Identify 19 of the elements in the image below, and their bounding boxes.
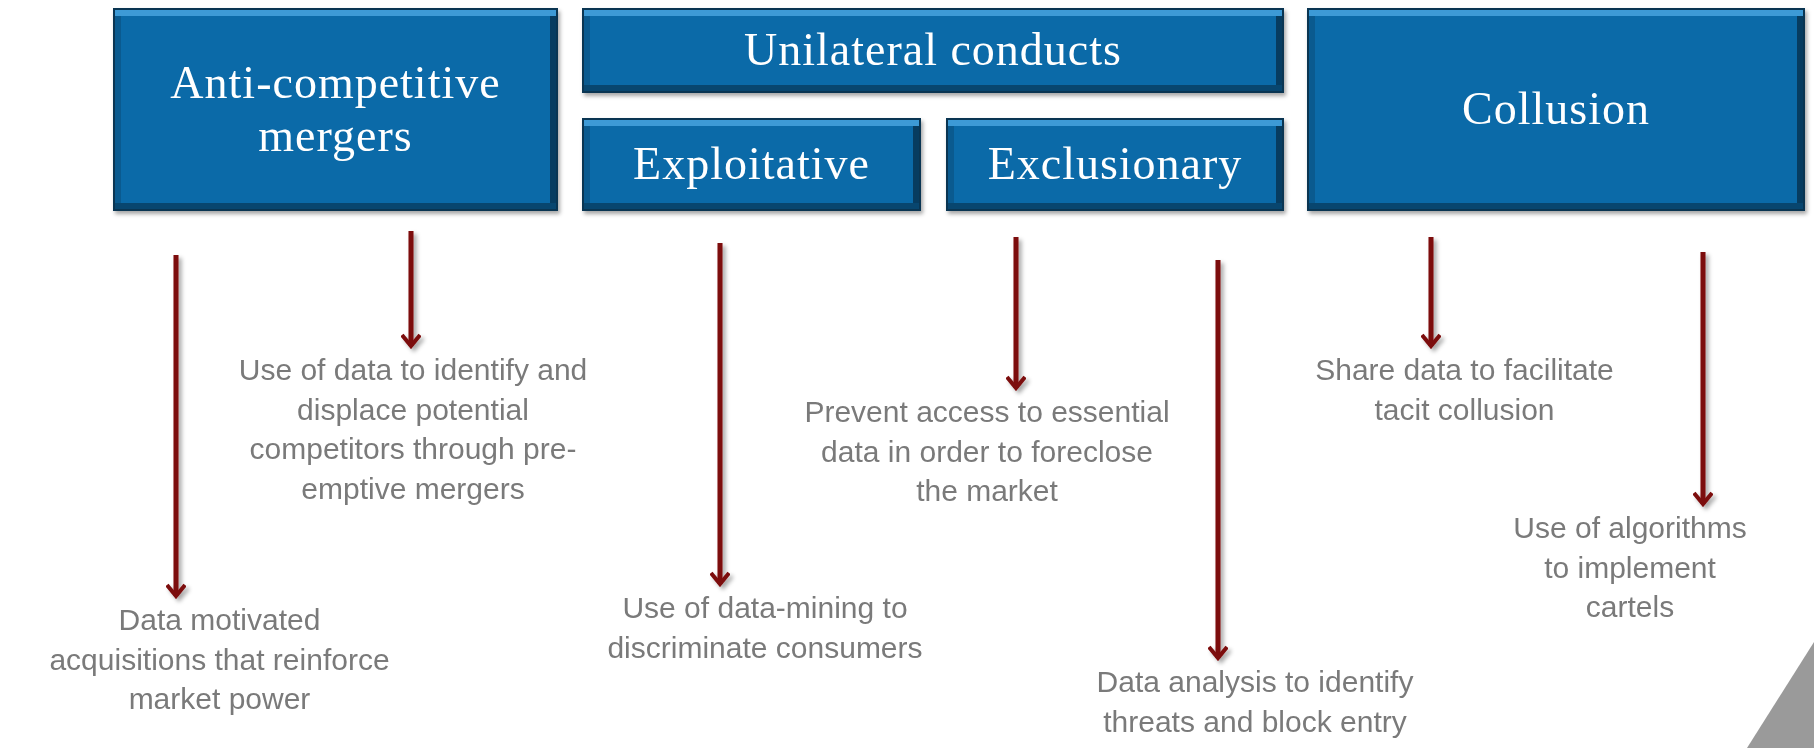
arrow	[165, 255, 187, 598]
arrow	[1692, 252, 1714, 506]
category-box: Unilateral conducts	[582, 8, 1284, 93]
description-text: Data motivated acquisitions that reinforce market power	[42, 600, 397, 719]
category-box: Exploitative	[582, 118, 921, 211]
category-box: Anti-competitive mergers	[113, 8, 558, 211]
arrow	[709, 243, 731, 586]
arrow	[1207, 260, 1229, 660]
arrow	[1005, 237, 1027, 390]
description-text: Share data to facilitate tacit collusion	[1292, 350, 1637, 430]
arrow	[1420, 237, 1442, 348]
arrow	[400, 231, 422, 348]
category-box: Collusion	[1307, 8, 1805, 211]
category-box: Exclusionary	[946, 118, 1284, 211]
description-text: Data analysis to identify threats and block entry	[1050, 662, 1460, 742]
description-text: Prevent access to essential data in order to foreclose the market	[797, 392, 1177, 511]
description-text: Use of data-mining to discriminate consumers	[570, 588, 960, 668]
description-text: Use of data to identify and displace potential competitors through pre-emptive mergers	[228, 350, 598, 509]
description-text: Use of algorithms to implement cartels	[1500, 508, 1760, 627]
